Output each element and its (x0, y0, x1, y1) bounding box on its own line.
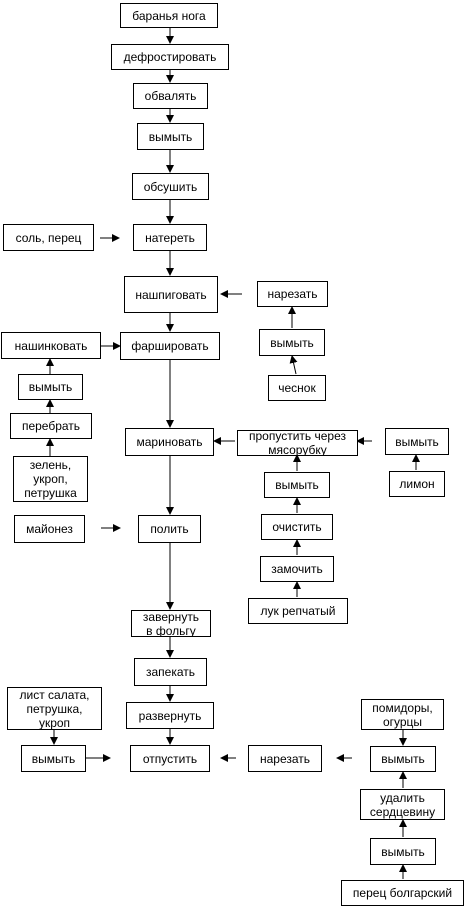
ingredient-sol-perets: соль, перец (3, 224, 94, 251)
step-naterety: натереть (133, 224, 207, 251)
step-narezat-garlic: нарезать (257, 281, 328, 307)
step-ochistit: очистить (261, 514, 333, 540)
arrow-chesnok-to-vymyt (289, 355, 298, 375)
step-zavernut: завернуть в фольгу (131, 610, 211, 637)
step-vymyt-pepper: вымыть (370, 838, 436, 865)
step-vymyt-garlic: вымыть (259, 329, 325, 356)
ingredient-mayonez: майонез (14, 515, 85, 543)
step-vymyt-lemon: вымыть (385, 428, 449, 455)
step-razvernut: развернуть (126, 702, 214, 729)
ingredient-limon: лимон (389, 471, 445, 497)
step-otpustit: отпустить (130, 745, 210, 772)
ingredient-chesnok: чеснок (268, 375, 326, 401)
ingredient-pomidory: помидоры, огурцы (361, 699, 444, 730)
step-marinovat: мариновать (125, 428, 214, 456)
step-obvalyat: обвалять (133, 83, 208, 109)
step-vymyt-salad: вымыть (21, 745, 86, 772)
ingredient-list-salata: лист салата, петрушка, укроп (7, 687, 102, 730)
step-farshirovat: фаршировать (120, 332, 220, 360)
step-udalit: удалить сердцевину (360, 789, 445, 820)
step-narezat-veg: нарезать (248, 745, 322, 772)
step-propustit: пропустить через мясорубку (237, 430, 358, 456)
step-vymyt-onion: вымыть (264, 472, 330, 498)
ingredient-perets: перец болгарский (341, 880, 464, 906)
step-baranya-noga: баранья нога (120, 3, 218, 28)
step-obsushit: обсушить (132, 173, 209, 200)
step-zamochit: замочить (260, 556, 334, 582)
step-polit: полить (138, 515, 201, 543)
step-vymyt-meat: вымыть (137, 123, 204, 150)
step-defrostirovat: дефростировать (111, 44, 229, 70)
step-zapekat: запекать (134, 658, 207, 686)
step-vymyt-greens: вымыть (18, 374, 83, 400)
step-perebrat: перебрать (10, 413, 92, 439)
step-nashinkovat: нашинковать (1, 332, 101, 359)
step-vymyt-tomato: вымыть (370, 746, 436, 772)
ingredient-luk: лук репчатый (248, 598, 348, 624)
step-nashpigovat: нашпиговать (124, 276, 218, 313)
ingredient-zelen: зелень, укроп, петрушка (13, 456, 88, 502)
